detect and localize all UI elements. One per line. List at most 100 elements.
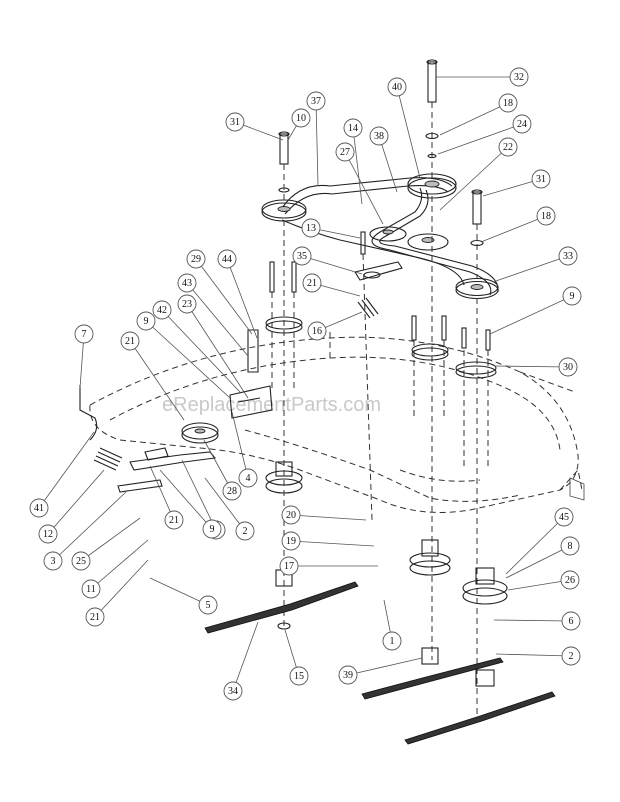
callout-leader <box>505 545 571 579</box>
callout-circle <box>558 357 578 377</box>
callout-label: 39 <box>343 670 353 681</box>
callout-leader <box>378 135 398 193</box>
callout-label: 23 <box>182 299 192 310</box>
callout-leader <box>129 340 185 421</box>
callout-label: 31 <box>536 174 546 185</box>
callout-5: 5 <box>198 595 218 615</box>
callout-label: 2 <box>569 651 574 662</box>
callout-label: 10 <box>296 113 306 124</box>
callout-7: 7 <box>74 324 94 344</box>
callout-leader <box>507 579 571 591</box>
callout-circle <box>217 249 237 269</box>
callout-label: 4 <box>246 473 251 484</box>
callout-leader <box>396 86 421 179</box>
callout-circle <box>536 206 556 226</box>
callout-40: 40 <box>387 77 407 97</box>
callout-label: 33 <box>563 251 573 262</box>
callout-label: 21 <box>169 515 179 526</box>
callout-label: 31 <box>230 117 240 128</box>
callout-circle <box>498 137 518 157</box>
callout-6: 6 <box>561 611 581 631</box>
callout-label: 21 <box>307 278 317 289</box>
callout-label: 30 <box>563 362 573 373</box>
callout-circle <box>235 521 255 541</box>
callout-42: 42 <box>152 300 172 320</box>
callout-leader <box>492 255 569 283</box>
callout-2: 2 <box>235 521 255 541</box>
callout-circle <box>382 631 402 651</box>
callout-33: 33 <box>558 246 578 266</box>
callout-leader <box>344 151 384 225</box>
callout-leader <box>186 303 249 399</box>
callout-label: 1 <box>390 636 395 647</box>
callout-label: 19 <box>286 536 296 547</box>
callout-1: 1 <box>382 631 402 651</box>
callout-3: 3 <box>43 551 63 571</box>
idler-pulley-center <box>369 226 407 242</box>
callout-leader <box>161 309 241 393</box>
callout-label: 42 <box>157 305 167 316</box>
callout-20: 20 <box>281 505 301 525</box>
callout-leader <box>495 653 572 657</box>
callout-circle <box>531 169 551 189</box>
callout-label: 24 <box>517 119 527 130</box>
callout-circle <box>562 286 582 306</box>
callout-21: 21 <box>302 273 322 293</box>
callout-circle <box>225 112 245 132</box>
callout-11: 11 <box>81 579 101 599</box>
callout-15: 15 <box>289 666 309 686</box>
callout-circle <box>560 536 580 556</box>
callout-18: 18 <box>498 93 518 113</box>
callout-leader <box>186 282 249 357</box>
callout-circle <box>164 510 184 530</box>
callout-label: 44 <box>222 254 232 265</box>
callout-circle <box>74 324 94 344</box>
callout-circle <box>186 249 206 269</box>
spindle-right <box>462 567 508 687</box>
callout-leader <box>94 559 149 618</box>
callout-leader <box>232 621 259 692</box>
callout-circle <box>554 507 574 527</box>
callout-label: 6 <box>569 616 574 627</box>
callout-2: 2 <box>561 646 581 666</box>
callout-39: 39 <box>338 665 358 685</box>
callout-9: 9 <box>202 519 222 539</box>
callout-leader <box>352 127 363 205</box>
idler-pulley-left <box>181 422 219 444</box>
callout-leader <box>439 146 509 211</box>
drive-belt <box>281 177 499 296</box>
callout-leader <box>52 491 127 562</box>
callout-leader <box>149 465 175 521</box>
idler-arm-assembly <box>79 261 403 493</box>
callout-leader <box>437 123 523 155</box>
callout-13: 13 <box>301 218 321 238</box>
callout-label: 45 <box>559 512 569 523</box>
callout-label: 11 <box>86 584 96 595</box>
callout-38: 38 <box>369 126 389 146</box>
callout-leader <box>47 469 105 535</box>
callout-label: 43 <box>182 278 192 289</box>
callout-circle <box>291 108 311 128</box>
callout-circle <box>292 246 312 266</box>
callout-label: 8 <box>568 541 573 552</box>
callout-circle <box>81 579 101 599</box>
callout-circle <box>306 91 326 111</box>
callout-label: 18 <box>503 98 513 109</box>
callout-23: 23 <box>177 294 197 314</box>
callout-9: 9 <box>136 311 156 331</box>
callout-label: 12 <box>43 529 53 540</box>
callout-41: 41 <box>29 498 49 518</box>
callout-label: 16 <box>312 326 322 337</box>
callout-4: 4 <box>238 468 258 488</box>
callout-leader <box>181 459 217 531</box>
callout-circle <box>369 126 389 146</box>
callout-circle <box>198 595 218 615</box>
callout-label: 15 <box>294 671 304 682</box>
callout-44: 44 <box>217 249 237 269</box>
callout-31: 31 <box>225 112 245 132</box>
callout-43: 43 <box>177 273 197 293</box>
callout-circle <box>387 77 407 97</box>
callout-label: 35 <box>297 251 307 262</box>
callout-circle <box>343 118 363 138</box>
